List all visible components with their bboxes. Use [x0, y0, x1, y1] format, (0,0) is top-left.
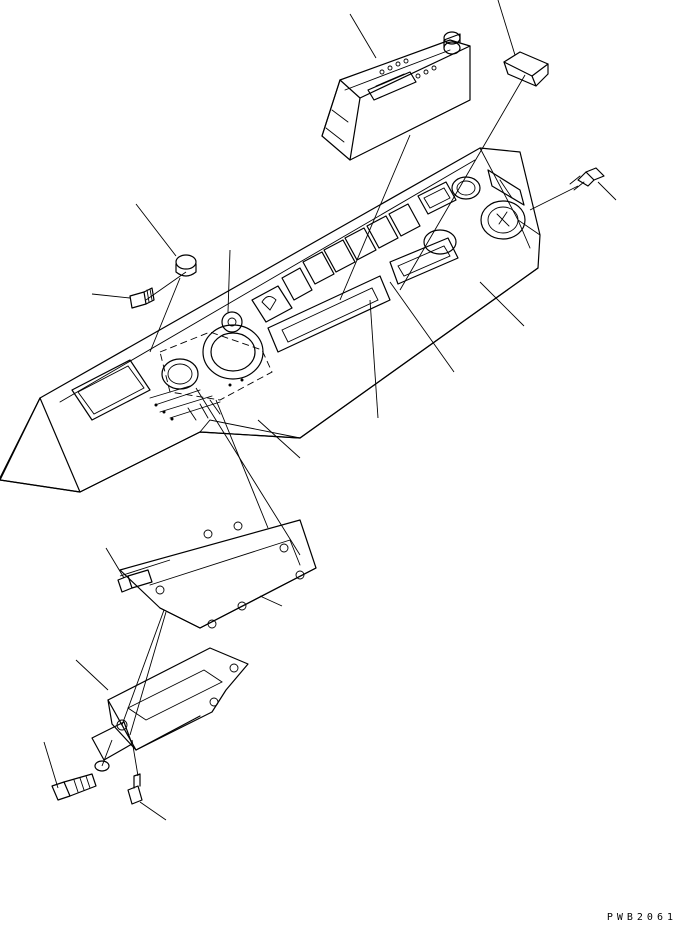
bolt-right [570, 168, 604, 190]
washer [95, 761, 109, 771]
console-slot-panel [268, 238, 458, 352]
bracket-lower [92, 648, 248, 760]
bolt-upper-left [130, 288, 154, 308]
bolt-plate [118, 570, 152, 592]
bolt-lower-center [128, 774, 142, 804]
plug [176, 255, 196, 276]
console-display-window [72, 360, 150, 420]
console-gauge-rear [424, 230, 456, 254]
lamp-wiring [150, 378, 244, 421]
radio-unit [322, 32, 470, 160]
radio-buttons [380, 59, 436, 78]
side-bracket [488, 170, 524, 205]
cover-cap [504, 52, 548, 86]
console-gauge-right-large [481, 201, 525, 239]
bolt-lower-left [52, 774, 96, 800]
mounting-plate [120, 520, 316, 628]
radio-knob [444, 32, 460, 54]
drawing-code-label: PWB2061 [606, 912, 677, 923]
switch-row [252, 182, 456, 322]
leader-lines [44, 0, 616, 820]
